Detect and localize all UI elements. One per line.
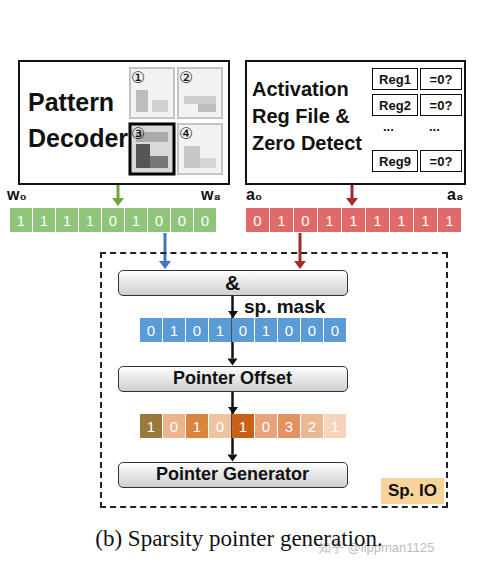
bit-cell: 1 xyxy=(125,208,147,232)
bit-cell: 1 xyxy=(342,208,365,232)
node-text: & xyxy=(225,271,240,295)
pattern-icon xyxy=(178,68,222,118)
bit-cell: 1 xyxy=(56,208,78,232)
decoder-box: Pattern Decoder xyxy=(18,60,230,185)
callout-number: ③ xyxy=(131,125,145,143)
bit-cell: 0 xyxy=(148,208,170,232)
callout-number: ① xyxy=(131,69,145,87)
process-box: & xyxy=(118,270,348,296)
bit-cell: 2 xyxy=(301,414,323,438)
bit-cell: 0 xyxy=(301,318,323,342)
node-text: Sp. IO xyxy=(381,478,444,504)
signal-name: sp. mask xyxy=(244,297,325,318)
pattern-icon xyxy=(178,124,222,174)
node-text: Reg2 xyxy=(379,98,411,113)
signal-name: ... xyxy=(429,120,440,134)
bit-cell: 1 xyxy=(33,208,55,232)
bit-cell: 0 xyxy=(255,414,277,438)
bit-cell: 0 xyxy=(246,208,269,232)
bit-cell: 1 xyxy=(209,318,231,342)
process-box: Pointer Offset xyxy=(118,366,348,392)
bit-cell: 0 xyxy=(186,318,208,342)
node-text: Pointer Generator xyxy=(156,464,309,485)
node-text: =0? xyxy=(430,98,453,113)
caption: (b) Sparsity pointer generation. xyxy=(0,526,478,552)
bit-cell: 1 xyxy=(186,414,208,438)
process-box: Pointer Generator xyxy=(118,462,348,488)
node-text: Reg1 xyxy=(379,72,411,87)
bit-cell: 0 xyxy=(163,414,185,438)
node-text: Reg9 xyxy=(379,154,411,169)
bit-cell: 1 xyxy=(324,414,346,438)
register-box: Reg2 xyxy=(372,94,418,116)
register-box: Reg1 xyxy=(372,68,418,90)
node-text: =0? xyxy=(430,72,453,87)
signal-name: w₈ xyxy=(201,186,221,204)
bit-cell: 1 xyxy=(414,208,437,232)
bit-cell: 3 xyxy=(278,414,300,438)
register-box: =0? xyxy=(420,150,462,172)
bit-cell: 0 xyxy=(171,208,193,232)
register-box: =0? xyxy=(420,94,462,116)
node-text: Activation Reg File & Zero Detect xyxy=(252,76,374,157)
bit-cell: 0 xyxy=(102,208,124,232)
bit-cell: 1 xyxy=(318,208,341,232)
node-text: Pointer Offset xyxy=(173,368,292,389)
register-box: =0? xyxy=(420,68,462,90)
callout-number: ④ xyxy=(179,125,193,143)
bit-cell: 1 xyxy=(270,208,293,232)
node-text: =0? xyxy=(430,154,453,169)
register-box: Reg9 xyxy=(372,150,418,172)
bit-cell: 1 xyxy=(79,208,101,232)
red-arrow xyxy=(294,233,306,269)
callout-number: ② xyxy=(179,69,193,87)
signal-name: a₀ xyxy=(246,186,262,204)
signal-name: a₈ xyxy=(447,186,463,204)
bit-cell: 1 xyxy=(255,318,277,342)
bit-cell: 0 xyxy=(278,318,300,342)
pattern-icon xyxy=(130,124,174,174)
module-boundary: Sp. IO & Pointer OffsetPointer Generator xyxy=(100,252,448,508)
blue-arrow xyxy=(159,233,171,269)
bit-cell: 1 xyxy=(10,208,32,232)
bit-cell: 0 xyxy=(294,208,317,232)
bit-cell: 1 xyxy=(438,208,461,232)
node-text: Pattern Decoder xyxy=(28,84,136,157)
signal-name: ... xyxy=(383,120,394,134)
signal-name: w₀ xyxy=(7,186,27,204)
pattern-icon xyxy=(130,68,174,118)
bit-cell: 1 xyxy=(140,414,162,438)
bit-cell: 0 xyxy=(140,318,162,342)
bit-cell: 1 xyxy=(366,208,389,232)
bit-cell: 0 xyxy=(194,208,216,232)
green-arrow xyxy=(112,185,124,206)
bit-cell: 1 xyxy=(390,208,413,232)
bit-cell: 1 xyxy=(232,414,254,438)
bit-cell: 0 xyxy=(324,318,346,342)
bit-cell: 0 xyxy=(209,414,231,438)
red-arrow xyxy=(346,185,358,206)
bit-cell: 1 xyxy=(163,318,185,342)
bit-cell: 0 xyxy=(232,318,254,342)
